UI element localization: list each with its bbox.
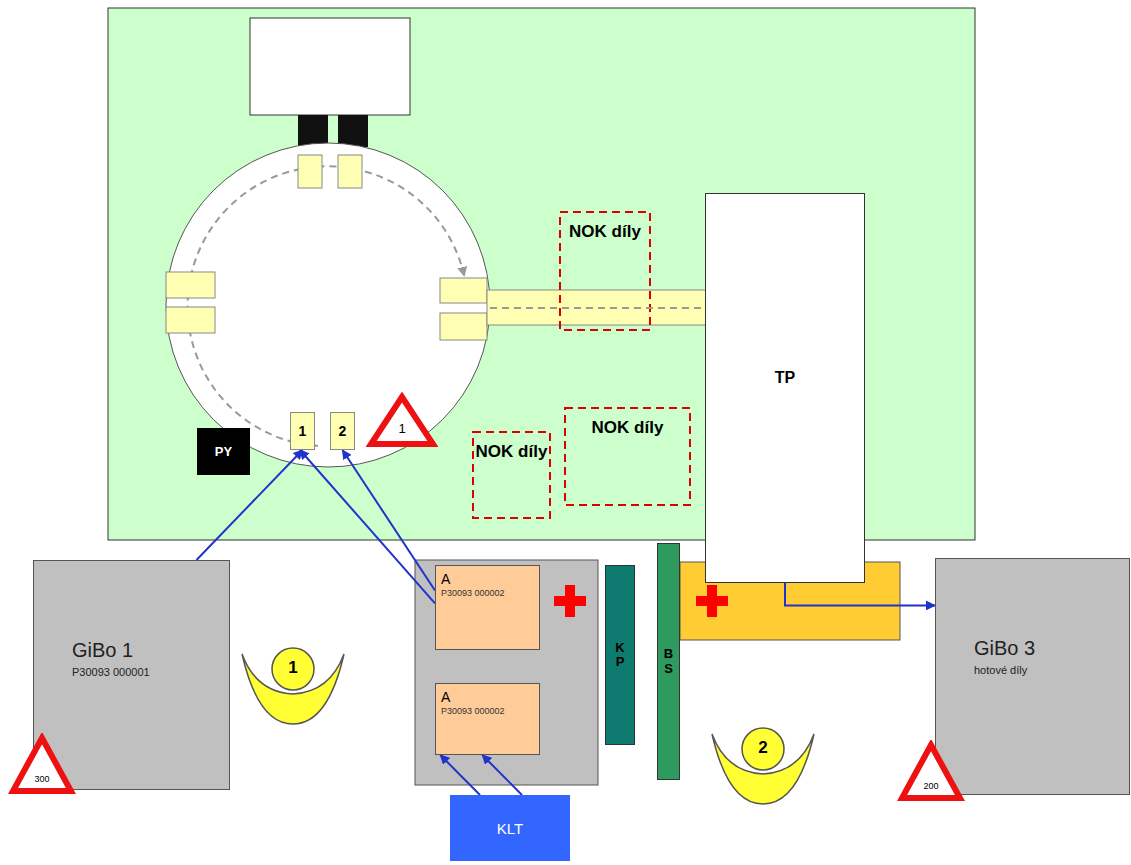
flow-arrow [343,450,436,591]
node-text: TP [775,369,795,387]
node-text: KP [614,641,627,670]
station-box: 2 [330,412,355,450]
red-cross [554,585,586,617]
kp-bar: KP [605,565,635,745]
triangle-shape [371,397,433,444]
operator-outline [238,632,348,727]
red-cross [696,585,728,617]
bs-bar: BS [657,543,680,780]
node-text: A [441,689,535,705]
node-text: KLT [497,820,523,837]
warning-triangle: 1 [366,392,438,448]
triangle-shape [902,745,960,798]
node-text: P30093 000001 [72,666,219,678]
flow-arrow [785,583,935,605]
nok-area-label: NOK díly [560,212,650,330]
tool-block [298,115,328,147]
flow-arrow [482,755,522,795]
node-text: 2 [339,423,347,439]
node-text: 300 [34,774,49,784]
node-text: P30093 000002 [441,588,535,598]
triangle-outline [897,740,965,802]
node-text: 1 [398,421,405,436]
klt-box: KLT [450,795,570,861]
nok-area-label: NOK díly [565,408,690,505]
node-text: 1 [299,423,307,439]
tool-block [338,115,368,147]
node-text: 2 [758,738,767,758]
node-text: NOK díly [476,440,548,465]
fixture [298,155,322,188]
node-text: GiBo 3 [974,637,1119,660]
node-text: A [441,571,535,587]
triangle-outline [366,392,438,448]
triangle-outline [8,733,76,795]
operator-head [742,728,784,770]
fixture [338,155,362,188]
label-box: AP30093 000002 [435,565,540,650]
node-text: BS [662,647,675,676]
rotary-table [166,143,490,467]
nok-area [473,432,550,518]
fixture [166,307,215,333]
nok-area [560,212,650,330]
py-box: PY [197,428,250,475]
node-text: PY [215,444,232,459]
node-text: 1 [288,658,297,678]
warning-triangle: 300 [8,733,76,795]
operator-figure: 2 [708,712,818,807]
warning-triangle: 200 [897,740,965,802]
gibo-container: GiBo 3 hotové díly [935,558,1130,795]
machine-head [250,18,410,115]
transfer-press: TP [705,193,865,583]
flow-arrow [440,755,480,795]
node-text: NOK díly [592,416,664,441]
gibo-container: GiBo 1 P30093 000001 [33,560,230,790]
operator-figure: 1 [238,632,348,727]
fixture [440,278,487,303]
rotation-path [188,166,464,446]
node-text: 200 [923,781,938,791]
node-text: NOK díly [569,220,641,245]
fixture [166,272,215,298]
fixture [440,313,487,340]
operator-outline [708,712,818,807]
flow-arrow [300,450,435,603]
operator-head [272,648,314,690]
nok-area [565,408,690,505]
station-box: 1 [290,412,315,450]
label-box: AP30093 000002 [435,683,540,755]
node-text: GiBo 1 [72,639,219,662]
triangle-shape [13,738,71,791]
node-text: hotové díly [974,664,1119,676]
label-table [415,560,598,785]
nok-area-label: NOK díly [473,432,550,518]
node-text: P30093 000002 [441,706,535,716]
